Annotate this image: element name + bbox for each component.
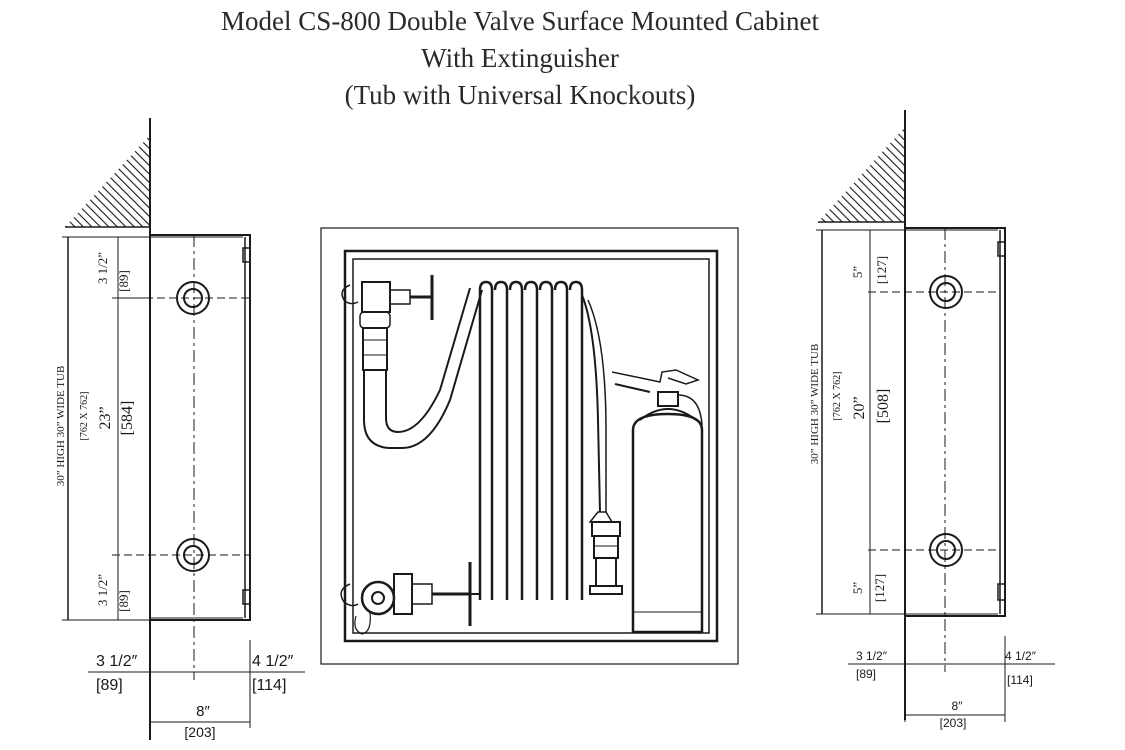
right-center-span: 20” [851, 396, 868, 419]
front-cabinet-view [320, 227, 739, 665]
bottom-valve-icon [340, 562, 480, 635]
left-bottom-offset: 3 1/2” [95, 574, 110, 606]
left-vertical-dimensions [62, 236, 150, 621]
right-depth-dimensions [848, 620, 1055, 722]
right-depth-left-mm: [89] [856, 667, 876, 681]
title-line-1: Model CS-800 Double Valve Surface Mounte… [221, 6, 819, 36]
right-tub-size-label: 30” HIGH 30” WIDE TUB [809, 344, 821, 465]
right-tub-size-metric: [762 X 762] [832, 372, 843, 421]
left-bottom-offset-mm: [89] [116, 590, 131, 612]
nozzle-icon [588, 511, 623, 595]
left-depth-right-mm: [114] [252, 677, 286, 694]
left-center-span-mm: [584] [119, 401, 136, 436]
right-depth-right: 4 1/2″ [1005, 649, 1037, 663]
left-depth-right: 4 1/2″ [252, 653, 294, 670]
right-vertical-dimensions [816, 229, 905, 615]
left-depth-total-mm: [203] [184, 724, 215, 740]
right-center-span-mm: [508] [875, 389, 892, 424]
right-depth-right-mm: [114] [1007, 673, 1033, 687]
left-tub-size-label: 30” HIGH 30” WIDE TUB [55, 366, 67, 487]
right-depth-left: 3 1/2″ [856, 649, 888, 663]
right-depth-total: 8″ [952, 699, 964, 713]
right-side-view: 30” HIGH 30” WIDE TUB [762 X 762] 5” [12… [809, 110, 1055, 730]
left-center-span: 23” [97, 406, 114, 429]
title-line-2: With Extinguisher [421, 43, 619, 73]
left-depth-total: 8″ [196, 703, 210, 720]
left-top-offset-mm: [89] [116, 270, 131, 292]
right-bottom-offset: 5” [850, 582, 865, 595]
right-top-offset-mm: [127] [874, 256, 889, 284]
left-side-view: 30” HIGH 30” WIDE TUB [762 X 762] 3 1/2”… [55, 118, 305, 740]
left-cabinet-body [112, 234, 251, 680]
left-depth-left-mm: [89] [96, 677, 123, 694]
title-line-3: (Tub with Universal Knockouts) [344, 80, 696, 110]
right-bottom-offset-mm: [127] [872, 574, 887, 602]
hose-icon [363, 280, 607, 600]
top-valve-icon [341, 275, 434, 371]
left-depth-dimensions [88, 625, 305, 728]
left-tub-size-metric: [762 X 762] [79, 392, 90, 441]
right-top-offset: 5” [850, 266, 865, 279]
left-bottom-knockout [176, 538, 210, 572]
right-depth-total-mm: [203] [940, 716, 967, 730]
left-depth-left: 3 1/2″ [96, 653, 138, 670]
left-top-offset: 3 1/2” [95, 252, 110, 284]
fire-extinguisher-icon [611, 369, 704, 634]
right-cabinet-body [868, 227, 1006, 672]
